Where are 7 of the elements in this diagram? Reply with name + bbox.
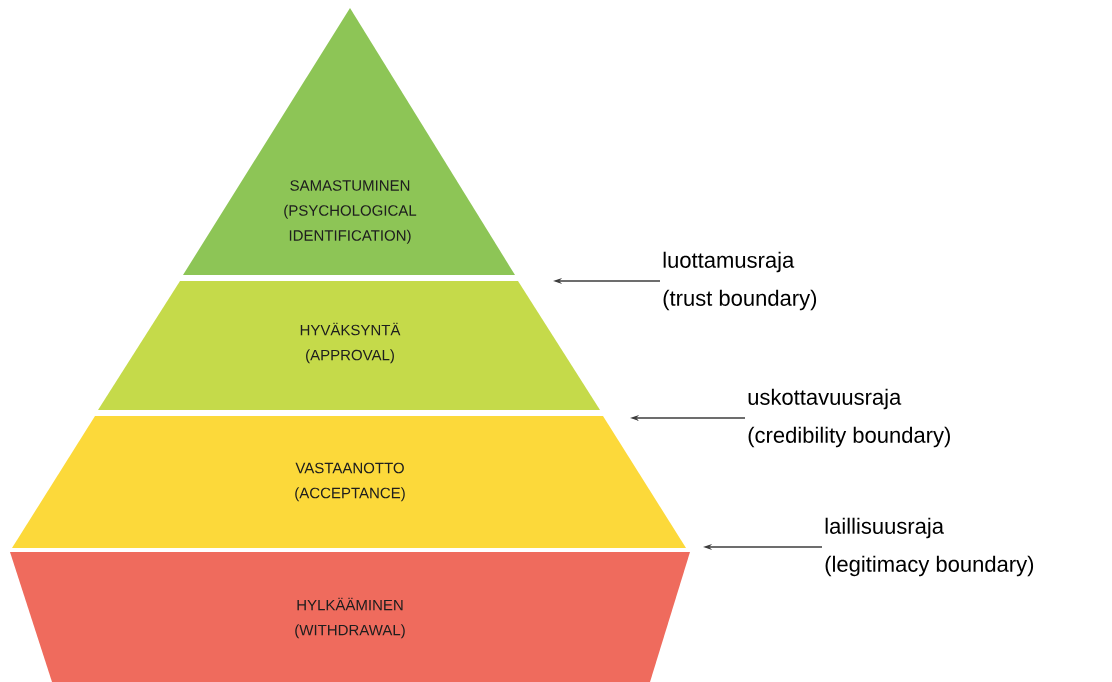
pyramid-band: HYVÄKSYNTÄ (APPROVAL) (98, 281, 600, 410)
pyramid-band: VASTAANOTTO (ACCEPTANCE) (12, 416, 686, 548)
boundary-label: luottamusraja (trust boundary) (663, 251, 817, 311)
pyramid-band: SAMASTUMINEN (PSYCHOLOGICAL IDENTIFICATION) (183, 8, 515, 275)
boundary-label: uskottavuusraja (credibility boundary) (748, 388, 950, 448)
boundary-label: laillisuusraja (legitimacy boundary) (825, 517, 1034, 577)
pyramid-band: HYLKÄÄMINEN (WITHDRAWAL) (10, 552, 690, 682)
